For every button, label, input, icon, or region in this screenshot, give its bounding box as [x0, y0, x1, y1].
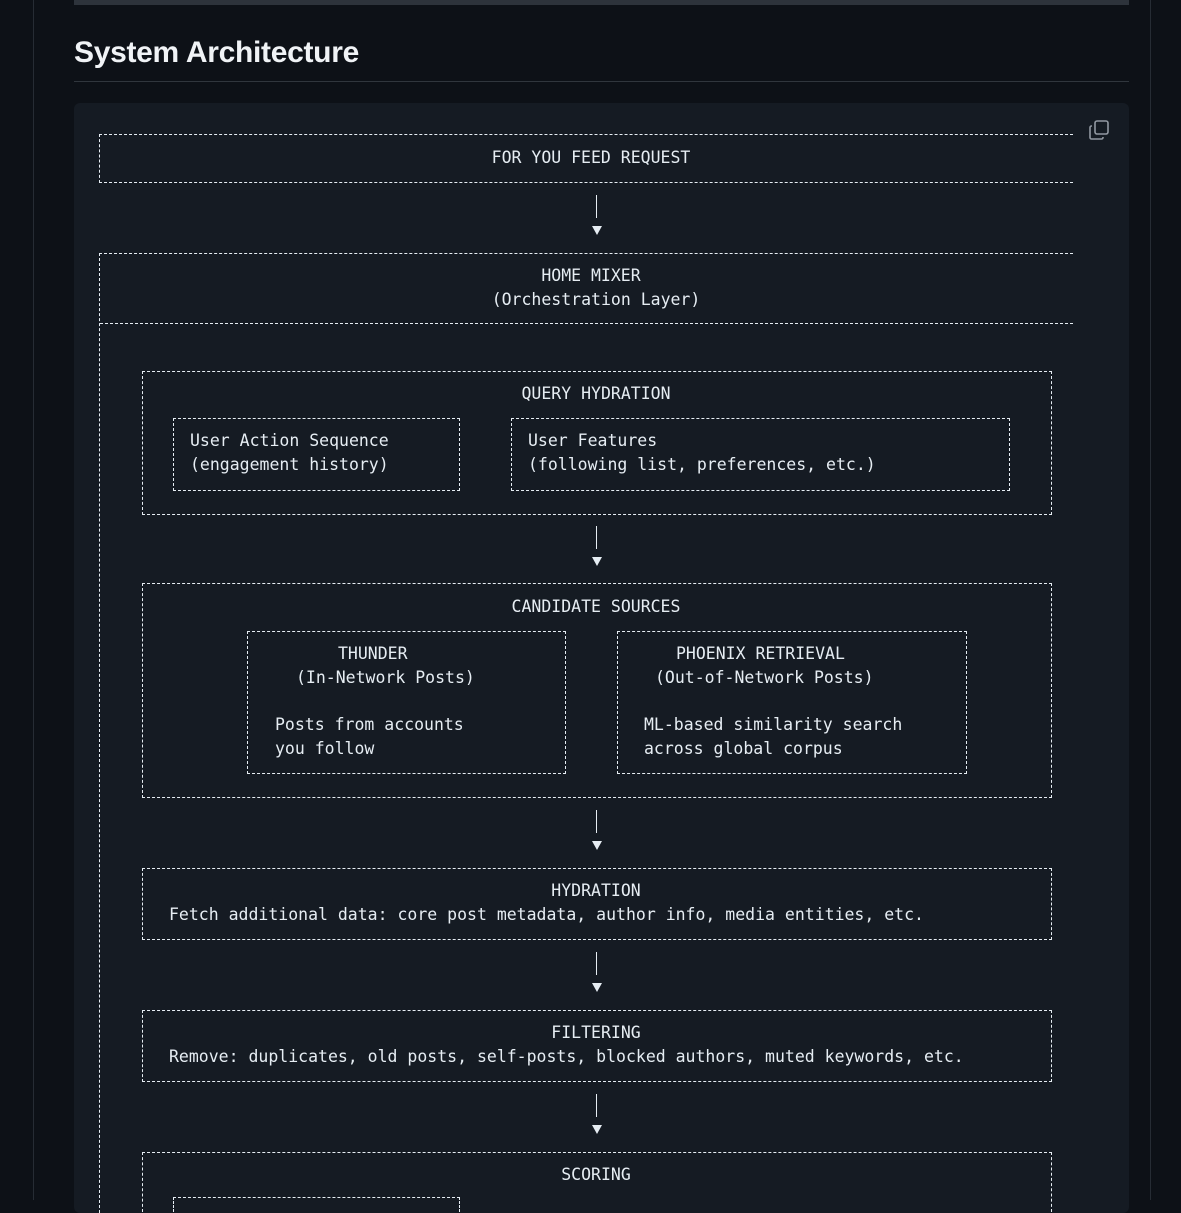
arrow-head-1: [592, 226, 602, 235]
left-border-line: [33, 0, 34, 1200]
thunder-subtitle: (In-Network Posts): [296, 668, 475, 687]
flow-arrow-4: [596, 952, 597, 975]
user-features-line2: (following list, preferences, etc.): [528, 455, 876, 474]
thunder-title: THUNDER: [338, 644, 408, 663]
previous-block-edge: [74, 0, 1129, 5]
phoenix-title: PHOENIX RETRIEVAL: [676, 644, 845, 663]
home-mixer-box: [99, 253, 1073, 1213]
section-heading: System Architecture: [74, 36, 359, 69]
query-hydration-title: QUERY HYDRATION: [521, 384, 671, 403]
arrow-head-5: [592, 1125, 602, 1134]
filtering-title: FILTERING: [551, 1023, 641, 1042]
candidate-sources-box: [142, 583, 1052, 798]
user-features-box: [511, 418, 1010, 491]
right-border-line: [1150, 0, 1151, 1200]
thunder-desc-1: Posts from accounts: [275, 715, 464, 734]
thunder-desc-2: you follow: [275, 739, 375, 758]
home-mixer-header-divider: [100, 323, 1073, 324]
candidate-sources-title: CANDIDATE SOURCES: [511, 597, 681, 616]
phoenix-desc-1: ML-based similarity search: [644, 715, 903, 734]
home-mixer-subtitle: (Orchestration Layer): [491, 290, 701, 309]
hydration-box: [142, 868, 1052, 940]
phoenix-desc-2: across global corpus: [644, 739, 843, 758]
query-hydration-box: [142, 371, 1052, 515]
flow-arrow-2: [596, 526, 597, 549]
filtering-box: [142, 1010, 1052, 1082]
flow-arrow-5: [596, 1094, 597, 1117]
copy-icon[interactable]: [1087, 118, 1111, 142]
arrow-head-3: [592, 841, 602, 850]
scoring-inner-box: [173, 1197, 460, 1212]
arrow-head-4: [592, 983, 602, 992]
thunder-box: [247, 631, 566, 774]
phoenix-retrieval-box: [617, 631, 967, 774]
code-block: [74, 103, 1129, 1213]
scoring-title: SCORING: [561, 1165, 631, 1184]
filtering-desc: Remove: duplicates, old posts, self-post…: [169, 1047, 964, 1066]
user-action-sequence-box: [173, 418, 460, 491]
flow-arrow-3: [596, 810, 597, 833]
arrow-head-2: [592, 557, 602, 566]
feed-request-box: [99, 134, 1073, 183]
user-features-line1: User Features: [528, 431, 658, 450]
home-mixer-title: HOME MIXER: [541, 266, 641, 285]
hydration-title: HYDRATION: [551, 881, 641, 900]
scoring-box: [142, 1152, 1052, 1212]
feed-request-label: FOR YOU FEED REQUEST: [491, 148, 691, 167]
phoenix-subtitle: (Out-of-Network Posts): [655, 668, 874, 687]
user-action-line2: (engagement history): [190, 455, 389, 474]
user-action-line1: User Action Sequence: [190, 431, 389, 450]
flow-arrow-1: [596, 195, 597, 218]
heading-divider: [74, 81, 1129, 82]
hydration-desc: Fetch additional data: core post metadat…: [169, 905, 924, 924]
